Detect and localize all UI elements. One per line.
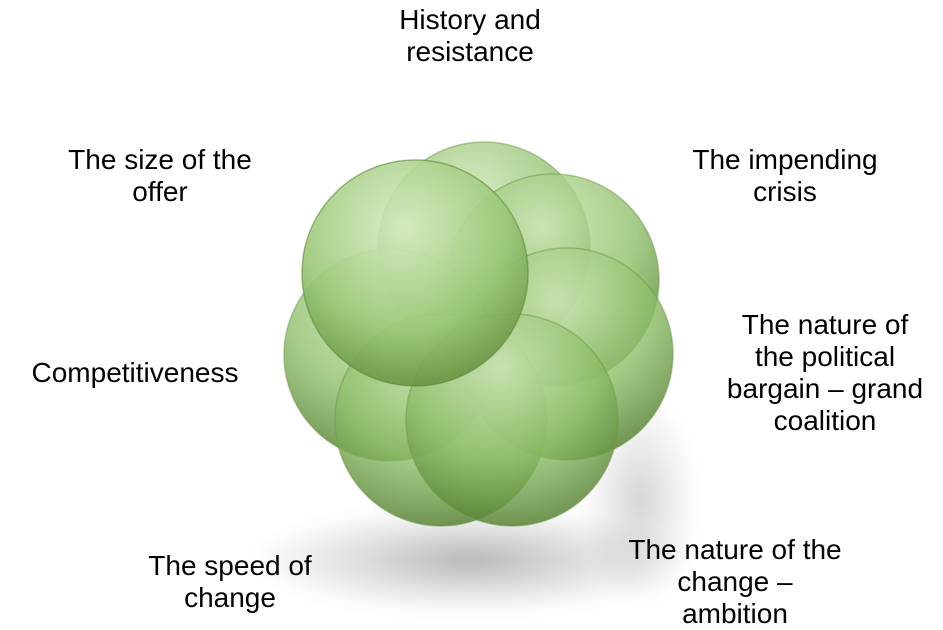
- circle-size-of-offer: [302, 160, 528, 386]
- label-competitiveness: Competitiveness: [0, 357, 270, 389]
- label-size-of-offer: The size of the offer: [20, 144, 300, 208]
- label-speed-of-change: The speed of change: [100, 550, 360, 614]
- label-impending-crisis: The impending crisis: [650, 144, 920, 208]
- label-nature-of-change: The nature of the change – ambition: [590, 534, 880, 630]
- label-history-and-resistance: History and resistance: [335, 4, 605, 68]
- label-political-bargain: The nature of the political bargain – gr…: [705, 309, 943, 437]
